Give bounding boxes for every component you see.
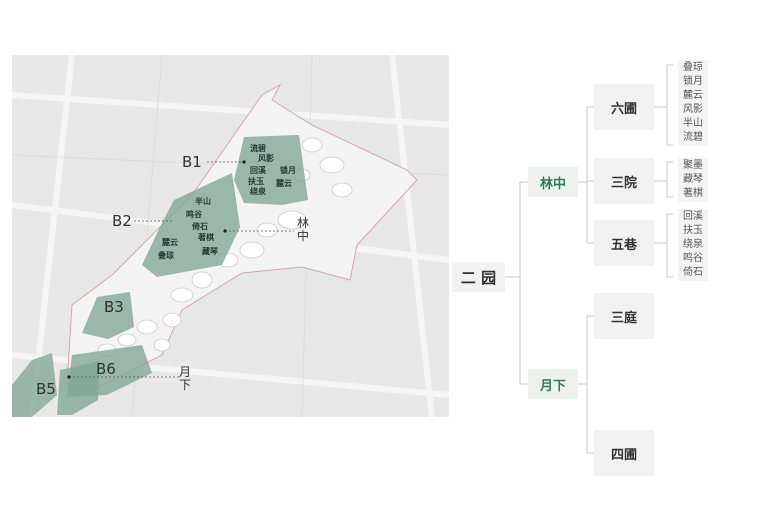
b1-name: 麓云 [276,179,292,188]
zone-b2 [142,173,240,277]
b2-name: 叠琼 [158,251,174,260]
node-wuxiang: 五巷 [594,220,654,266]
branch-linzhong: 林中 [528,167,578,197]
b1-name: 流碧 [250,144,266,153]
leaf-item: 回溪 [683,211,703,222]
b2-name: 倚石 [192,222,208,231]
leaf-item: 半山 [683,118,703,129]
b2-name: 半山 [195,197,211,206]
zone-label-b1: B1 [182,153,202,171]
b1-name: 回溪 [250,166,266,175]
zone-b3 [82,292,134,339]
leaf-item: 流碧 [683,132,703,143]
zone-label-b6: B6 [96,360,116,378]
branch-yuexia: 月下 [528,369,578,399]
leaf-item: 叠琼 [683,62,703,73]
tree-root: 二 园 [452,262,505,292]
zone-label-b5: B5 [36,380,56,398]
zone-label-b2: B2 [112,212,132,230]
leaf-item: 鸣谷 [683,253,703,264]
leaf-item: 聚墨 [683,160,703,171]
leaf-list-wuxiang: 回溪 扶玉 绕泉 鸣谷 倚石 [678,209,708,281]
leaf-list-liupu: 叠琼 锁月 麓云 风影 半山 流碧 [678,60,708,146]
zone-label-b3: B3 [104,298,124,316]
leaf-item: 倚石 [683,267,703,278]
zone-b1 [234,135,308,205]
b2-name: 藏琴 [202,247,218,256]
b1-name: 锁月 [280,166,296,175]
node-sanyuan: 三院 [594,158,654,204]
b2-name: 麓云 [162,238,178,247]
b1-name: 绕泉 [250,187,266,196]
b2-name: 著棋 [198,233,214,242]
leaf-item: 扶玉 [683,225,703,236]
leaf-item: 著棋 [683,188,703,199]
building-footprints [97,137,353,357]
leaf-item: 麓云 [683,90,703,101]
site-plan-drawing [12,55,449,417]
leader-lines [69,161,294,378]
leaf-item: 绕泉 [683,239,703,250]
area-label-yuexia: 月下 [178,365,191,392]
zone-b5 [12,353,57,417]
leaf-item: 藏琴 [683,174,703,185]
green-zones [12,135,308,417]
area-label-linzhong: 林中 [296,216,309,243]
node-sipu: 四圃 [594,430,654,476]
leader-dots [67,160,246,379]
leaf-item: 风影 [683,104,703,115]
node-liupu: 六圃 [594,84,654,130]
b1-name: 扶玉 [248,177,264,186]
site-plan-map: B1 B2 B3 B5 B6 林中 月下 流碧 风影 回溪 扶玉 锁月 绕泉 麓… [12,55,449,417]
node-santing: 三庭 [594,293,654,339]
b1-name: 风影 [258,154,274,163]
leaf-item: 锁月 [683,76,703,87]
leaf-list-sanyuan: 聚墨 藏琴 著棋 [678,158,708,202]
b2-name: 鸣谷 [186,210,202,219]
